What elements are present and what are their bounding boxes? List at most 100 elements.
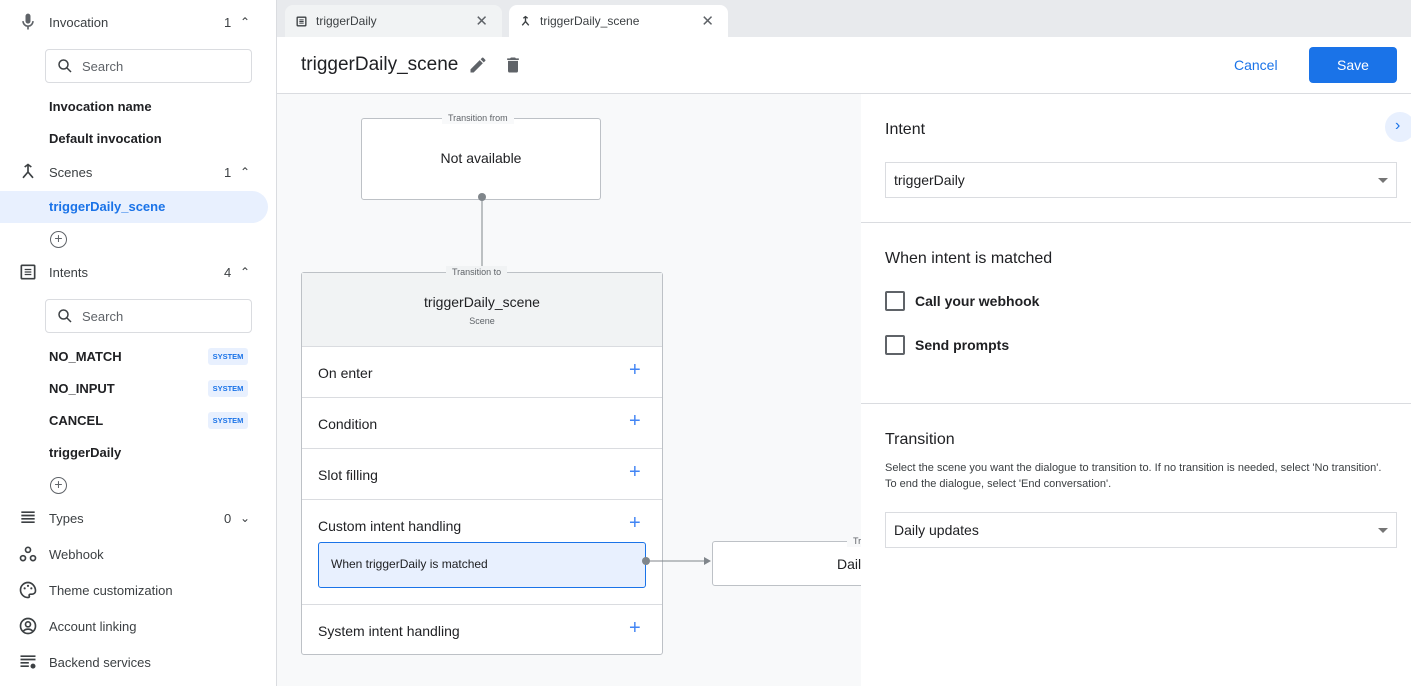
search-icon	[58, 59, 72, 73]
target-value: Dail	[837, 556, 861, 572]
sidebar-section-types[interactable]: Types 0 ⌄	[0, 503, 277, 533]
system-badge: SYSTEM	[208, 348, 248, 365]
system-intent-handling-row[interactable]: System intent handling +	[302, 604, 662, 655]
scene-header	[302, 273, 662, 346]
sidebar-item-triggerdaily[interactable]: triggerDaily	[49, 445, 122, 460]
sidebar-item-cancel[interactable]: CANCEL	[49, 413, 104, 428]
add-icon[interactable]: +	[629, 461, 641, 483]
divider	[861, 403, 1411, 404]
scene-icon	[521, 15, 530, 26]
row-label: Slot filling	[318, 467, 378, 483]
sidebar-section-intents[interactable]: Intents 4 ⌃	[0, 257, 277, 287]
sidebar-item-label: Backend services	[49, 654, 151, 670]
section-count: 0	[224, 510, 232, 526]
sidebar-item-no-match[interactable]: NO_MATCH	[49, 349, 122, 364]
collapse-panel-chevron-icon[interactable]: ›	[1385, 112, 1411, 142]
sidebar-section-scenes[interactable]: Scenes 1 ⌃	[0, 157, 277, 187]
sidebar-item-invocation-name[interactable]: Invocation name	[49, 99, 152, 114]
chevron-up-icon[interactable]: ⌃	[240, 265, 251, 279]
sidebar-item-no-input[interactable]: NO_INPUT	[49, 381, 115, 396]
search-placeholder: Search	[82, 58, 124, 74]
on-enter-row[interactable]: On enter +	[302, 346, 662, 397]
call-webhook-checkbox[interactable]	[885, 291, 905, 311]
row-label: On enter	[318, 365, 373, 381]
search-placeholder: Search	[82, 308, 124, 324]
scene-box: Transition to triggerDaily_scene Scene O…	[301, 266, 663, 655]
delete-icon[interactable]	[503, 54, 523, 76]
sidebar-item-backend-services[interactable]: Backend services	[0, 647, 277, 677]
slot-filling-row[interactable]: Slot filling +	[302, 448, 662, 499]
tab-triggerdaily-scene[interactable]: triggerDaily_scene ✕	[509, 5, 728, 37]
scene-icon	[22, 163, 34, 179]
tab-triggerdaily[interactable]: triggerDaily ✕	[285, 5, 502, 37]
palette-icon	[19, 581, 37, 599]
sidebar-item-label: Account linking	[49, 618, 137, 634]
section-label: Intents	[49, 264, 89, 280]
section-count: 1	[224, 164, 232, 180]
transition-from-box: Transition from Not available	[361, 112, 601, 200]
checkbox-label: Send prompts	[915, 337, 1010, 353]
scene-title: triggerDaily_scene	[424, 294, 540, 310]
sidebar-item-theme-customization[interactable]: Theme customization	[0, 575, 277, 605]
backend-settings-icon	[20, 655, 36, 669]
section-label: Types	[49, 510, 84, 526]
save-button[interactable]: Save	[1309, 47, 1397, 83]
intent-select[interactable]: triggerDaily	[885, 162, 1397, 198]
sidebar-section-invocation[interactable]: Invocation 1 ⌃	[0, 7, 277, 37]
scene-canvas[interactable]: Transition from Not available Transition…	[277, 94, 861, 686]
select-value: triggerDaily	[894, 172, 965, 188]
chevron-up-icon[interactable]: ⌃	[240, 15, 251, 29]
row-label: Custom intent handling	[318, 518, 462, 534]
sidebar: Invocation 1 ⌃ Search Invocation name De…	[0, 0, 277, 686]
custom-intent-handling-row[interactable]: Custom intent handling + When triggerDail…	[302, 499, 662, 604]
connector-arrow	[642, 557, 711, 565]
tab-label: triggerDaily	[316, 14, 377, 28]
page-title: triggerDaily_scene	[301, 54, 459, 75]
intent-handler-card[interactable]: When triggerDaily is matched	[318, 542, 646, 588]
condition-row[interactable]: Condition+	[302, 397, 662, 448]
section-count: 4	[224, 264, 232, 280]
sidebar-item-triggerdaily-scene[interactable]: triggerDaily_scene	[0, 191, 268, 223]
send-prompts-checkbox[interactable]	[885, 335, 905, 355]
sidebar-item-label: Theme customization	[49, 582, 173, 598]
transition-from-value: Not available	[440, 150, 522, 166]
when-matched-heading: When intent is matched	[885, 250, 1053, 267]
row-label: System intent handling	[318, 623, 460, 639]
cancel-button[interactable]: Cancel	[1234, 57, 1278, 73]
transition-from-legend: Transition from	[442, 112, 514, 124]
add-scene-icon[interactable]: +	[50, 231, 67, 248]
add-icon[interactable]: +	[629, 410, 641, 432]
invocation-search-input[interactable]: Search	[45, 49, 252, 83]
intent-heading: Intent	[885, 121, 926, 138]
close-icon[interactable]: ✕	[475, 13, 488, 30]
add-icon[interactable]: +	[629, 512, 641, 534]
connector-arrow	[478, 193, 486, 272]
transition-to-legend: Transition to	[446, 266, 508, 278]
sidebar-item-default-invocation[interactable]: Default invocation	[49, 131, 162, 146]
sidebar-item-webhook[interactable]: Webhook	[0, 539, 277, 569]
sidebar-item-label: triggerDaily_scene	[49, 199, 166, 214]
sidebar-item-label: Webhook	[49, 546, 104, 562]
add-icon[interactable]: +	[629, 359, 641, 381]
transition-target-box[interactable]: Tr Dail	[712, 535, 861, 586]
intents-search-input[interactable]: Search	[45, 299, 252, 333]
select-value: Daily updates	[894, 522, 979, 538]
account-circle-icon	[19, 617, 37, 635]
close-icon[interactable]: ✕	[701, 13, 714, 30]
chevron-up-icon[interactable]: ⌃	[240, 165, 251, 179]
sidebar-item-account-linking[interactable]: Account linking	[0, 611, 277, 641]
add-intent-icon[interactable]: +	[50, 477, 67, 494]
transition-select[interactable]: Daily updates	[885, 512, 1397, 548]
chevron-down-icon[interactable]: ⌄	[240, 511, 251, 525]
section-count: 1	[224, 14, 232, 30]
dropdown-arrow-icon	[1378, 528, 1388, 533]
edit-icon[interactable]	[468, 55, 488, 75]
intent-icon	[20, 264, 36, 280]
system-badge: SYSTEM	[208, 412, 248, 429]
add-icon[interactable]: +	[629, 617, 641, 639]
tab-label: triggerDaily_scene	[540, 14, 640, 28]
target-legend: Tr	[847, 535, 861, 547]
divider	[861, 222, 1411, 223]
microphone-icon	[22, 13, 34, 30]
tab-bar: triggerDaily ✕ triggerDaily_scene ✕	[277, 0, 1411, 37]
